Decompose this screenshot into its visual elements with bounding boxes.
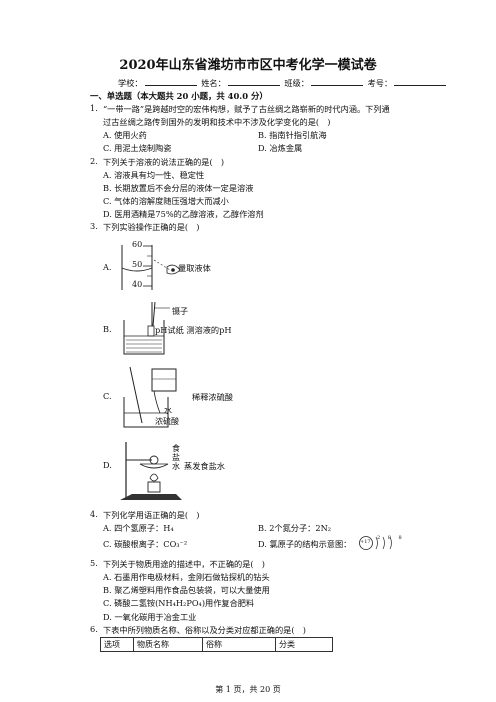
table-header-row: 选项 物质名称 俗称 分类 [100,637,333,652]
question-number-6: 6. [90,624,98,634]
class-label: 班级： [284,78,309,88]
school-blank[interactable] [144,77,197,86]
page-title: 2020年山东省潍坊市市区中考化学一模试卷 [119,58,377,73]
chlorine-atom-diagram [359,536,392,550]
question-5-option-b[interactable]: B. 聚乙烯塑料用作食品包装袋，可以大量使用 [103,585,270,595]
water-label: 水 [164,406,172,415]
table-header-common-name: 俗称 [202,637,276,652]
question-4-option-c[interactable]: C. 碳酸根离子：CO₃⁻² [103,539,188,549]
name-label: 姓名： [201,78,226,88]
section-heading: 一、单选题（本大题共 20 小题，共 40.0 分） [90,91,268,101]
ph-test-figure [123,301,170,355]
question-5-stem: 下列关于物质用途的描述中，不正确的是( ) [103,559,265,569]
exam-number-blank[interactable] [394,77,447,86]
table-header-option: 选项 [100,637,134,652]
tweezers-label: 镊子 [172,307,188,316]
name-blank[interactable] [227,77,280,86]
question-2-option-a[interactable]: A. 溶液具有均一性、稳定性 [103,170,205,180]
question-3-option-b-label: pH试纸 测溶液的pH [155,325,232,335]
class-blank[interactable] [310,77,363,86]
question-3-option-c-letter[interactable]: C. [103,391,112,401]
question-number-1: 1. [90,103,98,113]
dilution-figure [123,366,177,428]
question-5-option-d[interactable]: D. 一氧化碳用于冶金工业 [103,612,197,622]
question-3-option-a-letter[interactable]: A. [103,262,112,272]
page-footer: 第 1 页，共 20 页 [215,685,281,694]
question-2-option-d[interactable]: D. 医用酒精是75%的乙醇溶液，乙醇作溶剂 [103,209,264,219]
question-4-option-a[interactable]: A. 四个氢原子：H₄ [103,523,174,533]
question-3-option-c-label: 稀释浓硫酸 [192,392,233,402]
concentrated-acid-label: 浓硫酸 [155,417,179,426]
question-3-option-a-label: 量取液体 [178,263,211,273]
exam-number-label: 考号： [367,78,393,88]
evaporation-figure [120,442,182,500]
student-info-line: 学校： 姓名： 班级： 考号： [118,77,448,89]
question-number-4: 4. [90,509,98,519]
question-5-option-c[interactable]: C. 磷酸二氢铵(NH₄H₂PO₄)用作复合肥料 [103,598,255,608]
question-2-option-c[interactable]: C. 气体的溶解度随压强增大而减小 [103,196,229,206]
question-6-table: 选项 物质名称 俗称 分类 [100,637,333,652]
electron-shell-counts: 2 8 8 [377,535,405,541]
question-4-stem: 下列化学用语正确的是( ) [103,510,200,520]
question-1-option-d[interactable]: D. 冶炼金属 [258,143,303,153]
question-5-option-a[interactable]: A. 石墨用作电极材料，金刚石做钻探机的钻头 [103,572,270,582]
question-3-option-b-letter[interactable]: B. [103,324,112,334]
question-4-option-d[interactable]: D. 氯原子的结构示意图： [258,539,352,549]
nucleus-charge: +17 [360,539,371,545]
question-2-option-b[interactable]: B. 长期放置后不会分层的液体一定是溶液 [103,183,254,193]
table-header-substance: 物质名称 [133,637,203,652]
question-3-stem: 下列实验操作正确的是( ) [103,222,200,232]
question-1-option-b[interactable]: B. 指南针指引航海 [258,130,327,140]
question-4-option-b[interactable]: B. 2个氮分子：2N₂ [258,523,332,533]
question-number-3: 3. [90,221,98,231]
question-2-stem: 下列关于溶液的说法正确的是( ) [103,157,225,167]
question-6-stem: 下表中所列物质名称、俗称以及分类对应都正确的是( ) [103,625,306,635]
question-1-stem-line2: 过古丝绸之路传到国外的发明和技术中不涉及化学变化的是( ) [103,117,331,127]
question-3-option-d-label: 蒸发食盐水 [184,461,225,471]
cylinder-tick-50: 50 [132,260,143,269]
question-number-2: 2. [90,156,98,166]
cylinder-tick-60: 60 [132,240,143,249]
question-1-option-c[interactable]: C. 用泥土烧制陶瓷 [103,143,172,153]
question-1-option-a[interactable]: A. 使用火药 [103,130,147,140]
graduated-cylinder-figure [121,245,181,290]
question-1-stem-line1: “一带一路”是跨越时空的宏伟构想，赋予了古丝绸之路崭新的时代内涵。下列通 [103,104,390,114]
question-3-option-d-letter[interactable]: D. [103,460,112,470]
salt-water-label: 食盐水 [172,444,180,471]
school-label: 学校： [118,78,143,88]
table-header-category: 分类 [275,637,333,652]
question-number-5: 5. [90,558,98,568]
cylinder-tick-40: 40 [132,280,143,289]
